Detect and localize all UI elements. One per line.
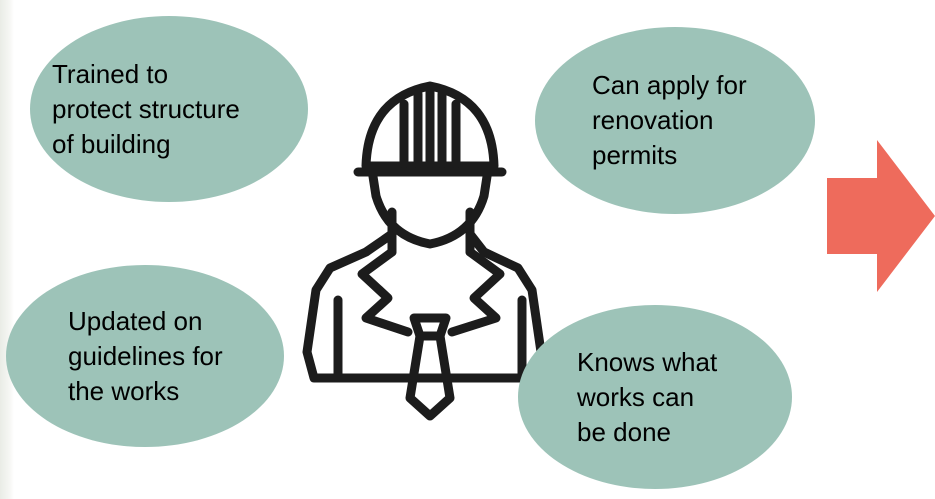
bubble-text: Trained to protect structure of building [52, 58, 240, 159]
bubble-text: Can apply for renovation permits [592, 70, 747, 170]
right-arrow-icon [827, 140, 935, 292]
bubble-updated-on-guidelines: Updated on guidelines for the works [6, 265, 284, 447]
bubble-knows-what-works: Knows what works can be done [518, 305, 792, 489]
bubble-trained-to-protect-structure: Trained to protect structure of building [30, 16, 308, 202]
bubble-text: Knows what works can be done [577, 346, 718, 447]
construction-engineer-icon [302, 81, 546, 421]
left-edge-strip [0, 0, 14, 499]
bubble-text: Updated on guidelines for the works [68, 305, 223, 406]
bubble-renovation-permits: Can apply for renovation permits [535, 27, 815, 214]
